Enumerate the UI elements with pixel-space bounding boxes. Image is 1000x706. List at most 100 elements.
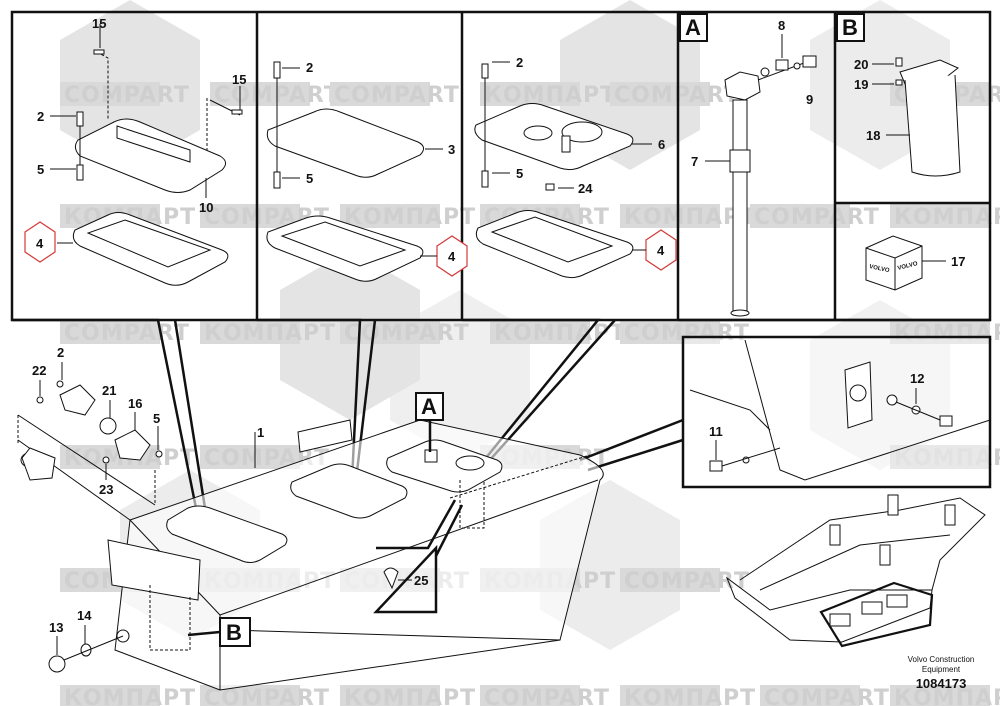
panel-letter-b: B — [842, 15, 858, 40]
panel-a-sensor: A 8 9 7 — [679, 13, 817, 317]
plug-group: 13 14 — [48, 608, 124, 673]
label-5: 5 — [37, 162, 44, 177]
nut-24[interactable] — [545, 183, 555, 191]
label-13: 13 — [49, 620, 63, 635]
panel-cover-1: 15 15 2 5 10 4 — [24, 16, 246, 286]
access-cover-1[interactable] — [166, 505, 288, 563]
watermark-compart: COMPART — [764, 686, 890, 706]
side-bracket — [107, 539, 201, 601]
screw-2[interactable] — [76, 111, 84, 127]
gasket-4[interactable] — [266, 215, 424, 282]
cover-plate-6[interactable] — [474, 103, 634, 171]
sensor-head[interactable] — [724, 71, 761, 101]
clip-25[interactable] — [383, 567, 399, 590]
label-16: 16 — [128, 396, 142, 411]
watermark-kompart: КОМПАРТ — [894, 686, 1000, 706]
label-4: 4 — [657, 243, 665, 258]
label-22: 22 — [32, 363, 46, 378]
label-19: 19 — [854, 77, 868, 92]
drain-frame — [681, 335, 992, 489]
pump-flange — [561, 121, 603, 143]
watermark-compart: COMPART — [214, 83, 340, 108]
label-2: 2 — [306, 60, 313, 75]
bolt-22[interactable] — [36, 396, 44, 404]
flange-plate — [59, 384, 96, 416]
watermark-compart: COMPART — [614, 83, 740, 108]
sensor-tube-7[interactable] — [732, 99, 748, 316]
nut-5[interactable] — [76, 164, 84, 181]
flange-16[interactable] — [114, 429, 151, 461]
label-12: 12 — [910, 371, 924, 386]
label-5: 5 — [306, 171, 313, 186]
label-18: 18 — [866, 128, 880, 143]
volvo-logo-text: VOLVO — [897, 261, 919, 272]
nut-5[interactable] — [481, 170, 489, 188]
gasket-4[interactable] — [72, 212, 229, 286]
nut-5[interactable] — [273, 171, 281, 189]
watermark-kompart: КОМПАРТ — [894, 321, 1000, 346]
document-number: 1084173 — [916, 676, 967, 691]
manufacturer-caption: Volvo Construction — [908, 655, 975, 664]
highlight-hex — [24, 221, 56, 263]
watermark-kompart: КОМПАРТ — [894, 205, 1000, 230]
watermark-kompart: КОМПАРТ — [204, 321, 336, 346]
panel-b-tube: B 20 19 18 — [836, 13, 961, 177]
bolt-15[interactable] — [93, 49, 105, 55]
callout-letter-b: B — [226, 620, 242, 645]
handle — [116, 125, 191, 163]
label-3: 3 — [448, 142, 455, 157]
label-7: 7 — [691, 154, 698, 169]
label-2: 2 — [37, 109, 44, 124]
cover-plate-3[interactable] — [266, 108, 424, 178]
filler-group: 2 22 21 16 5 23 — [17, 345, 163, 521]
label-4: 4 — [36, 236, 44, 251]
kit-box-17[interactable] — [865, 235, 923, 291]
plug-13[interactable] — [48, 655, 66, 673]
watermark-layer: COMPART COMPART COMPART КОМПАРТ COMPART … — [60, 0, 1000, 706]
callout-letter-a: A — [421, 394, 437, 419]
callout-a-box — [415, 392, 444, 421]
cover-plate-10[interactable] — [74, 118, 226, 193]
watermark-compart: COMPART — [484, 686, 610, 706]
screw-2[interactable] — [56, 380, 64, 388]
watermark-kompart: КОМПАРТ — [494, 321, 626, 346]
access-cover-2[interactable] — [290, 463, 408, 519]
watermark-compart: COMPART — [64, 321, 190, 346]
bolt-15[interactable] — [231, 109, 243, 115]
washer-19[interactable] — [895, 79, 903, 86]
watermark-kompart: КОМПАРТ — [344, 205, 476, 230]
float — [729, 149, 751, 173]
label-11: 11 — [709, 424, 723, 439]
bolt-20[interactable] — [895, 57, 903, 67]
machine-overview — [725, 494, 986, 648]
label-23: 23 — [99, 482, 113, 497]
access-cover-3[interactable] — [386, 439, 503, 493]
watermark-kompart: КОМПАРТ — [624, 686, 756, 706]
oring-21[interactable] — [99, 417, 117, 435]
tube-18[interactable] — [904, 74, 961, 177]
connector-8[interactable] — [775, 59, 789, 71]
highlight-hex — [645, 229, 677, 271]
plug-12[interactable] — [939, 415, 953, 427]
watermark-kompart: КОМПАРТ — [64, 686, 196, 706]
watermark-kompart: КОМПАРТ — [344, 686, 476, 706]
panel-cover-2: 2 5 3 4 — [266, 60, 468, 282]
screw-2[interactable] — [273, 61, 281, 79]
seal-14[interactable] — [80, 643, 92, 657]
highlight-hex — [436, 235, 468, 277]
screw-2[interactable] — [481, 63, 489, 79]
volvo-logo-text: VOLVO — [869, 264, 891, 274]
watermark-compart: COMPART — [334, 83, 460, 108]
gasket-4[interactable] — [475, 210, 634, 279]
label-14: 14 — [77, 608, 92, 623]
callout-b: B — [187, 617, 251, 647]
nut-5[interactable] — [155, 450, 163, 458]
plug-11[interactable] — [709, 460, 723, 472]
caption-block: Volvo Construction Equipment 1084173 — [908, 655, 975, 691]
label-4: 4 — [448, 249, 456, 264]
watermark-kompart: КОМПАРТ — [894, 446, 1000, 471]
cap-9[interactable] — [802, 55, 817, 68]
label-2: 2 — [57, 345, 64, 360]
nut-23[interactable] — [102, 456, 110, 464]
